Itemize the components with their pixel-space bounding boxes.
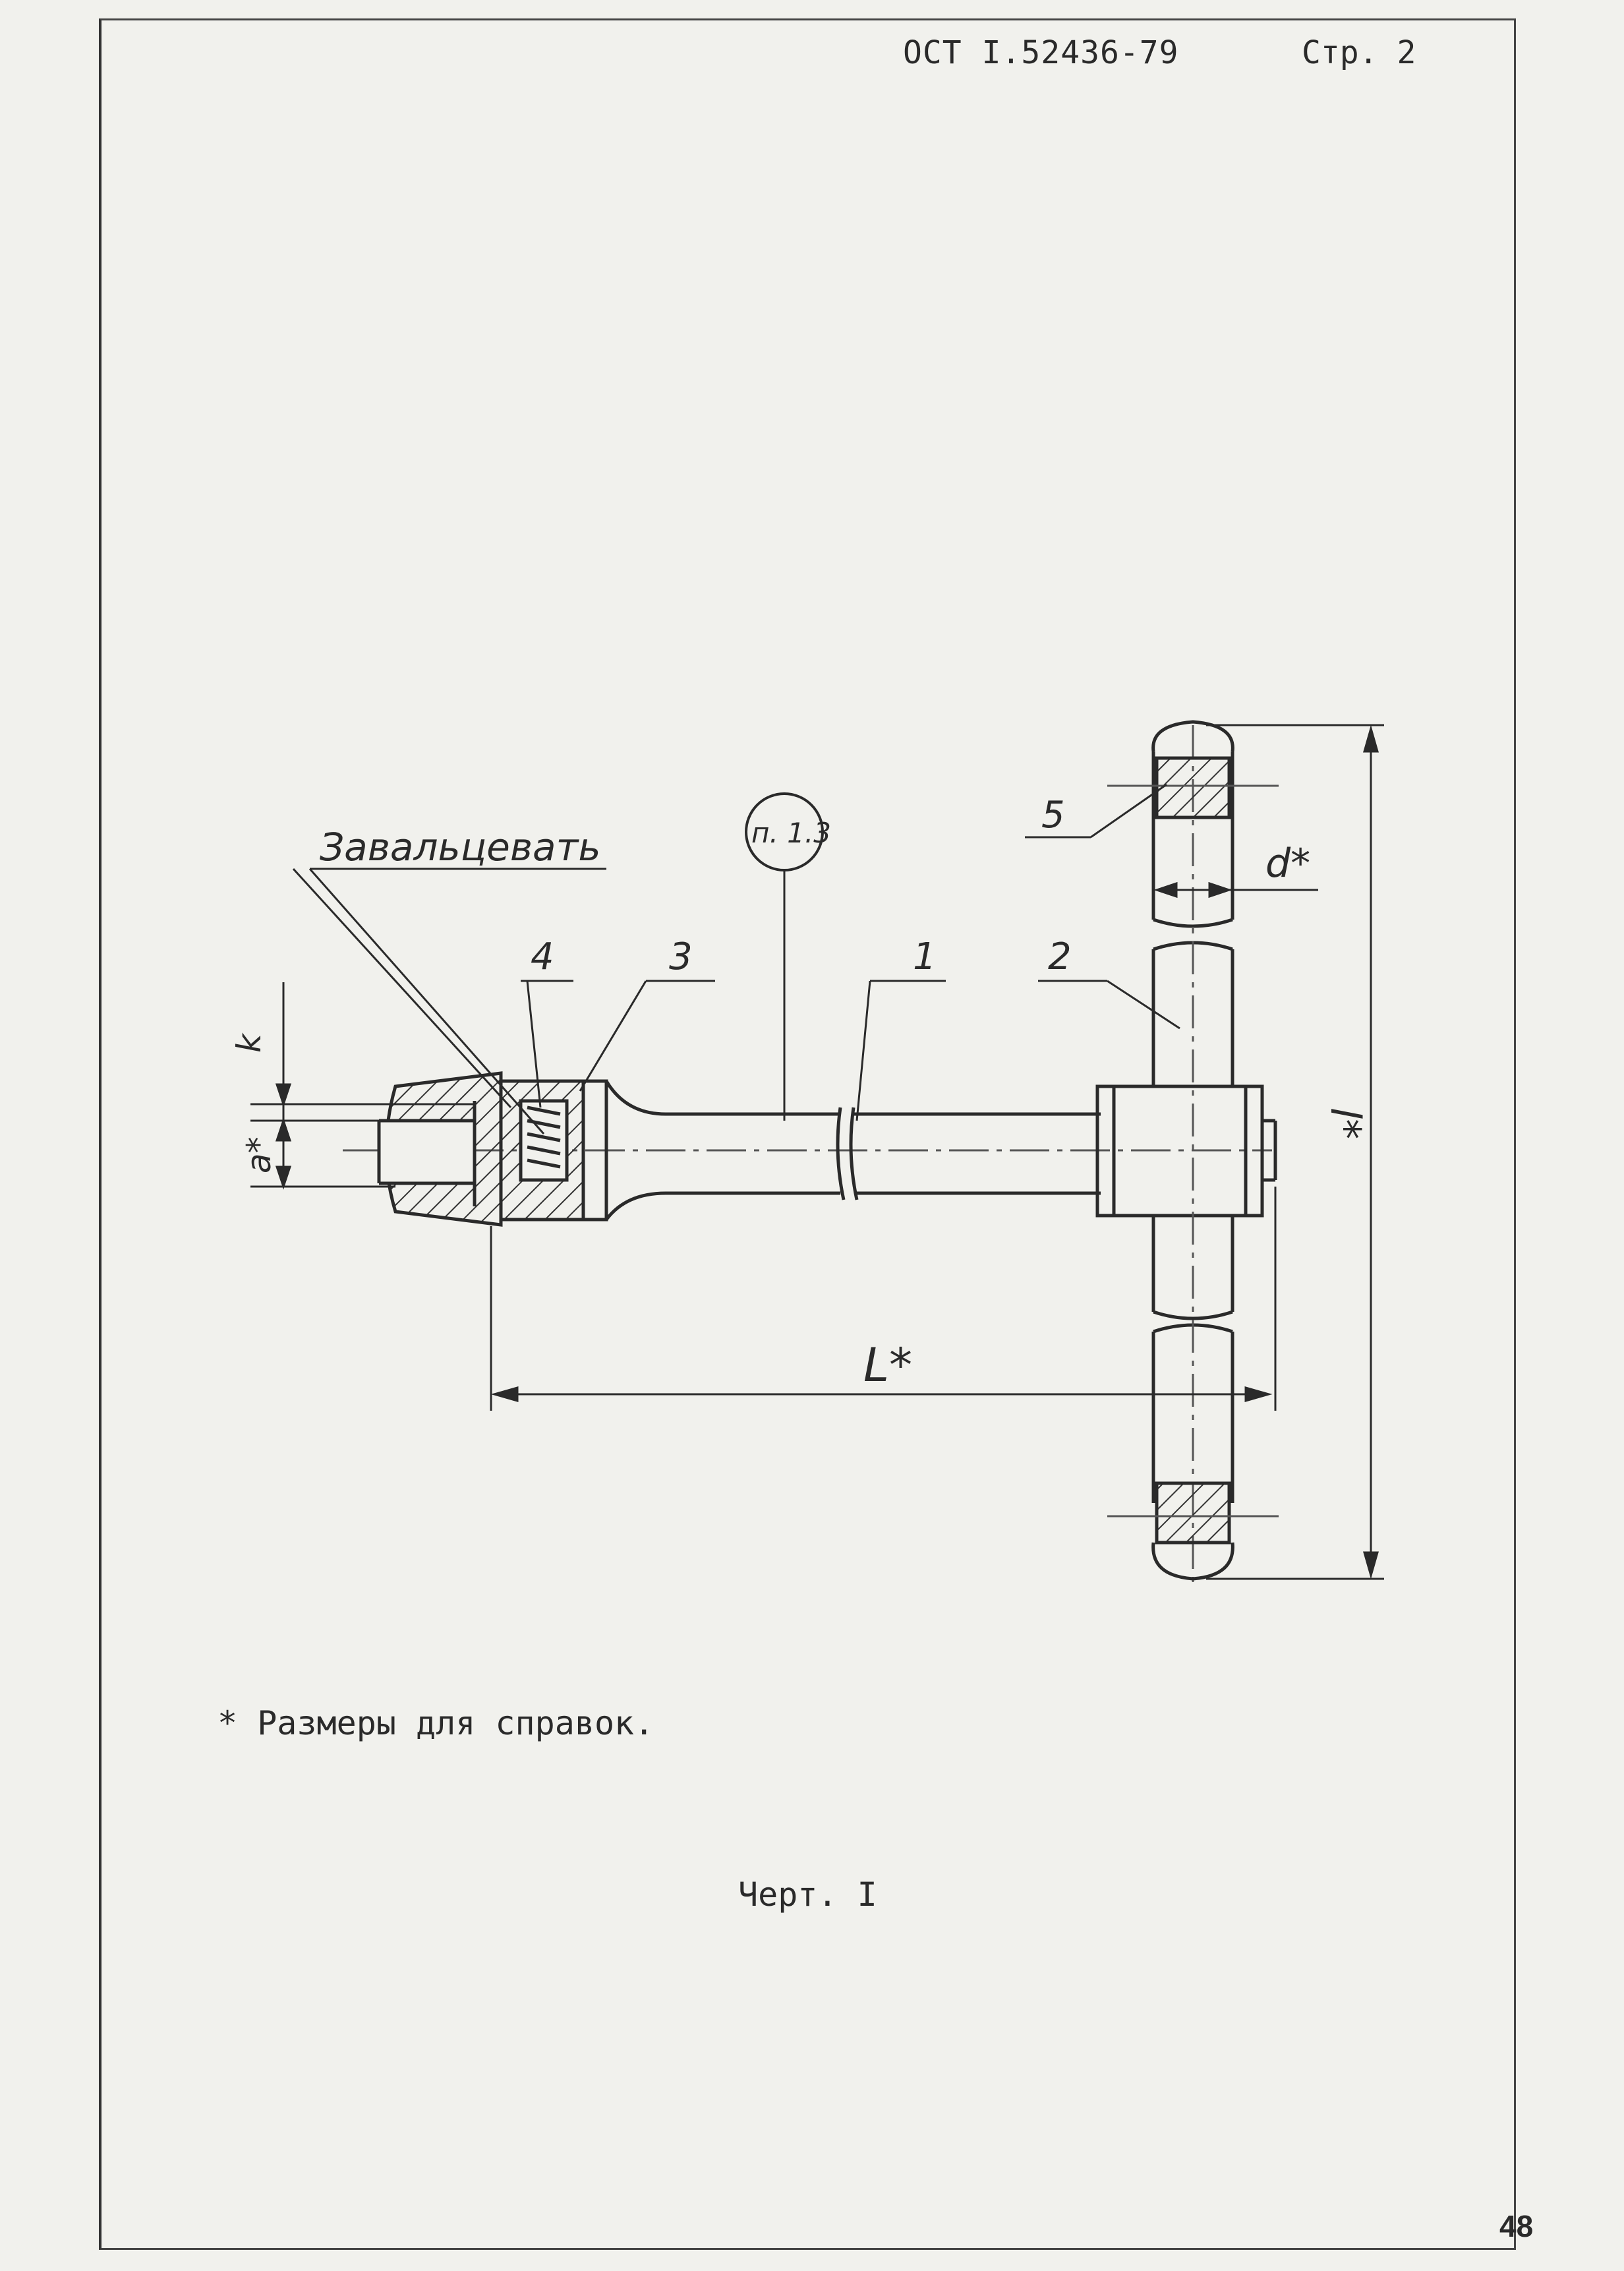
page-label: Стр. 2 <box>1302 34 1416 71</box>
note-label: Завальцевать <box>320 825 601 870</box>
ref-circle-label: п. 1.3 <box>751 817 831 849</box>
ref-circle <box>745 792 824 871</box>
cross-bar <box>1151 725 1234 1582</box>
shank <box>604 1080 1101 1221</box>
dimension-d <box>1153 881 1318 899</box>
socket-head <box>377 1071 503 1227</box>
footnote: * Размеры для справок. <box>218 1704 654 1742</box>
dimension-label-l: l* <box>1321 1107 1370 1139</box>
position-label-3: 3 <box>669 935 693 978</box>
document-code: ОСТ I.52436-79 <box>903 34 1179 71</box>
position-label-4: 4 <box>531 935 554 978</box>
dimension-label-d: d* <box>1265 841 1310 887</box>
sheet-number: 48 <box>1499 2209 1534 2243</box>
top-knob <box>1107 720 1279 819</box>
bottom-knob <box>1107 1481 1279 1581</box>
leader-lines <box>292 783 1180 1135</box>
position-label-1: 1 <box>913 935 937 978</box>
figure-caption: Черт. I <box>738 1875 877 1914</box>
dimension-label-k: k <box>230 1032 268 1053</box>
position-label-5: 5 <box>1041 794 1065 837</box>
dimension-k-a <box>250 982 475 1190</box>
page-frame <box>99 18 1516 2250</box>
dimension-label-L: L* <box>863 1338 912 1392</box>
dimension-L <box>490 1187 1277 1411</box>
dimension-label-a: a* <box>240 1136 278 1173</box>
dimension-l <box>1206 724 1384 1580</box>
position-label-2: 2 <box>1048 935 1072 978</box>
handle-block <box>1095 1084 1277 1218</box>
insert <box>499 1079 608 1222</box>
